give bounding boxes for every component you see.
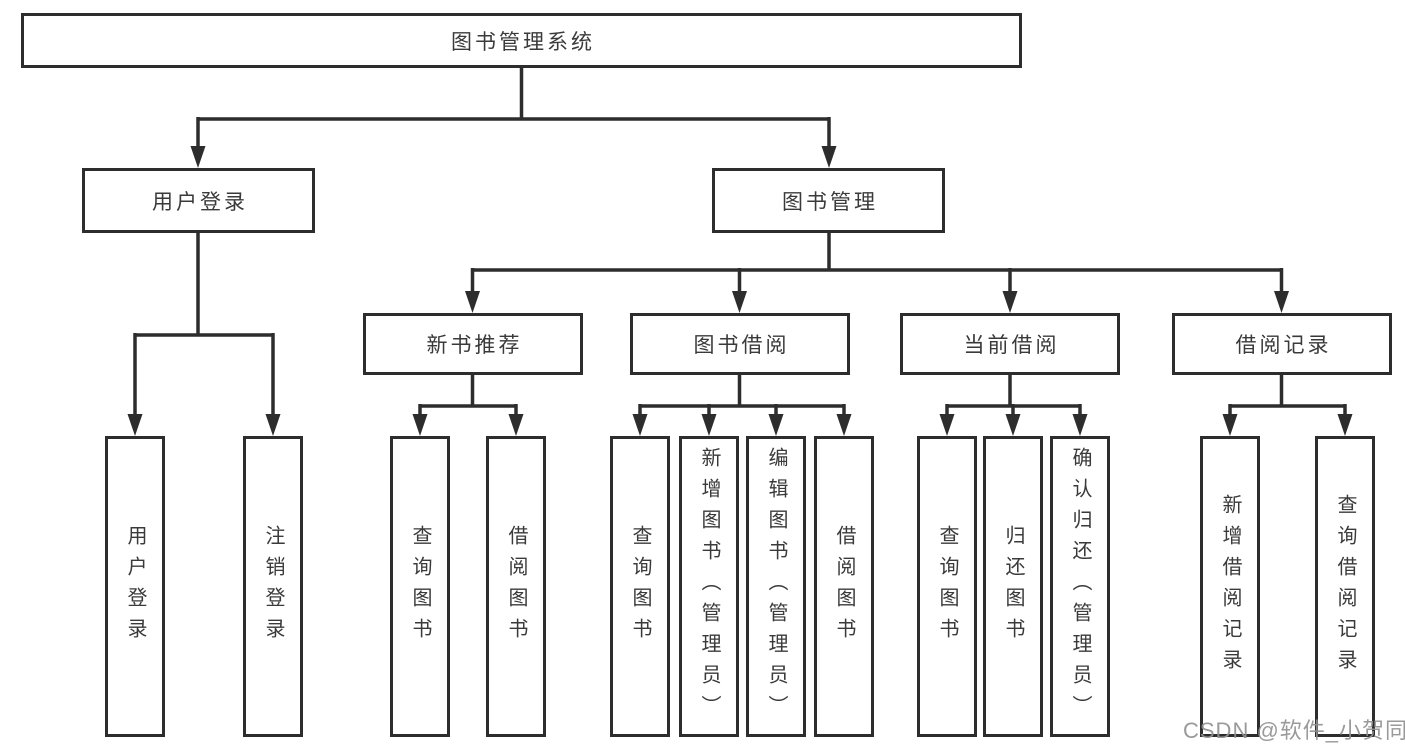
leaf-return-books: 归还图书	[983, 436, 1043, 737]
node-library-management-system: 图书管理系统	[21, 13, 1022, 68]
csdn-watermark: CSDN @软件_小贺同学	[1183, 718, 1405, 743]
leaf-borrow-books-recommend: 借阅图书	[486, 436, 546, 737]
node-label: 新增借阅记录	[1219, 493, 1241, 680]
node-label: 新书推荐	[426, 334, 523, 357]
node-label: 用户登录	[152, 190, 248, 214]
node-label: 查询图书	[936, 524, 958, 649]
node-label: 图书管理系统	[451, 30, 595, 54]
node-label: 借阅记录	[1235, 334, 1332, 357]
node-label: 编辑图书（管理员）	[765, 447, 787, 726]
leaf-add-borrow-record: 新增借阅记录	[1200, 436, 1260, 737]
node-borrow-record: 借阅记录	[1172, 313, 1392, 375]
node-book-management: 图书管理	[712, 168, 945, 233]
node-label: 图书管理	[782, 190, 878, 214]
node-label: 注销登录	[262, 524, 284, 649]
node-label: 查询图书	[629, 524, 651, 649]
leaf-query-borrow-record: 查询借阅记录	[1315, 436, 1375, 737]
leaf-confirm-return-admin: 确认归还（管理员）	[1050, 436, 1110, 737]
node-label: 图书借阅	[693, 334, 790, 357]
arrowheads	[127, 146, 1353, 436]
node-user-login: 用户登录	[82, 168, 315, 233]
node-label: 借阅图书	[505, 524, 527, 649]
node-label: 归还图书	[1002, 524, 1024, 649]
connector-strokes	[133, 66, 1347, 418]
node-label: 新增图书（管理员）	[698, 447, 720, 726]
node-new-book-recommend: 新书推荐	[363, 313, 583, 375]
leaf-query-books-borrow: 查询图书	[610, 436, 670, 737]
node-label: 当前借阅	[963, 334, 1060, 357]
leaf-query-books-current: 查询图书	[917, 436, 977, 737]
leaf-user-login: 用户登录	[105, 436, 165, 737]
node-label: 确认归还（管理员）	[1069, 447, 1091, 726]
node-book-borrow: 图书借阅	[630, 313, 850, 375]
node-label: 借阅图书	[833, 524, 855, 649]
node-label: 查询图书	[409, 524, 431, 649]
leaf-query-books-recommend: 查询图书	[390, 436, 450, 737]
node-label: 查询借阅记录	[1334, 493, 1356, 680]
node-current-borrow: 当前借阅	[900, 313, 1120, 375]
leaf-add-books-admin: 新增图书（管理员）	[679, 436, 739, 737]
leaf-borrow-books-borrow: 借阅图书	[814, 436, 874, 737]
leaf-edit-books-admin: 编辑图书（管理员）	[746, 436, 806, 737]
leaf-logout-login: 注销登录	[243, 436, 303, 737]
node-label: 用户登录	[124, 524, 146, 649]
